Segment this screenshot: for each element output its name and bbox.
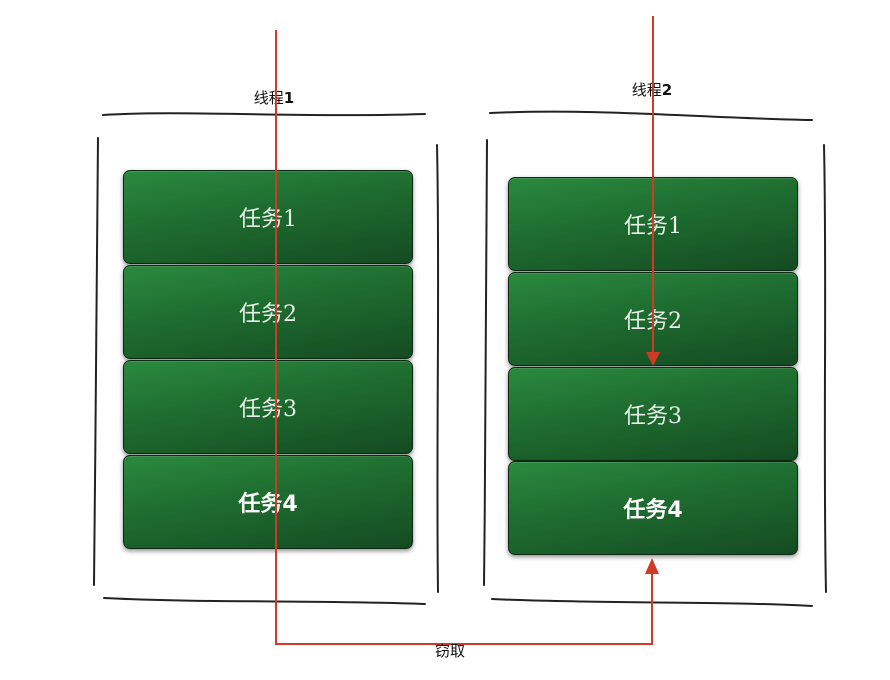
thread-2-task-queue: 任务1 任务2 任务3 任务4 (508, 177, 798, 555)
thread-1-frame-bottom (103, 597, 426, 605)
thread-2-task-1: 任务1 (508, 177, 798, 271)
thread-2-title-number: 2 (661, 81, 673, 99)
thread-1-frame-right (436, 144, 440, 593)
thread-2-task-4: 任务4 (508, 461, 798, 555)
thread-1-task-3: 任务3 (123, 360, 413, 454)
steal-label: 窃取 (434, 642, 466, 660)
thread-1-task-2: 任务2 (123, 265, 413, 359)
thread-1-task-1: 任务1 (123, 170, 413, 264)
thread-2-frame-top (489, 110, 813, 121)
thread-1-frame-left (93, 137, 99, 586)
thread-2-task-3: 任务3 (508, 367, 798, 461)
thread-2-title-prefix: 线程 (631, 81, 662, 99)
thread-2-frame-left (483, 139, 488, 586)
thread-1-title-number: 1 (283, 89, 295, 107)
thread-1-frame-top (102, 112, 426, 117)
thread-2-task-2: 任务2 (508, 272, 798, 366)
thread-1-task-queue: 任务1 任务2 任务3 任务4 (123, 170, 413, 550)
thread-1-task-4: 任务4 (123, 455, 413, 549)
thread-2-frame-bottom (491, 598, 813, 607)
thread-1-title: 线程1 (254, 87, 294, 108)
thread-1-title-prefix: 线程 (253, 89, 284, 107)
thread-2-title: 线程2 (632, 79, 672, 100)
thread-2-frame-right (823, 144, 827, 593)
